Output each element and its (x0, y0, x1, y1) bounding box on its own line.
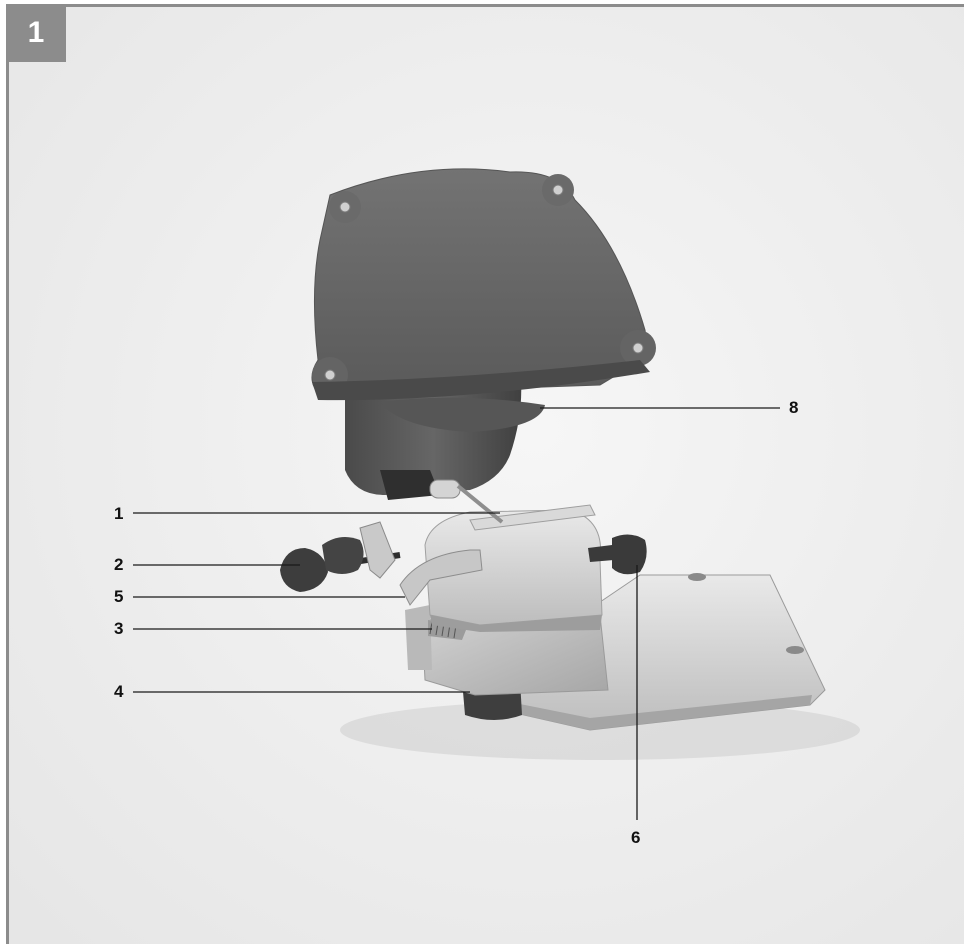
callout-number-4: 4 (114, 682, 124, 701)
callout-number-2: 2 (114, 555, 124, 574)
callout-number-8: 8 (789, 398, 799, 417)
callout-number-6: 6 (631, 828, 641, 847)
figure-frame (6, 4, 964, 944)
callout-number-5: 5 (114, 587, 124, 606)
figure-number-badge: 1 (6, 4, 66, 62)
chain-sharpener-illustration (9, 7, 964, 944)
callout-number-3: 3 (114, 619, 124, 638)
callout-number-1: 1 (114, 504, 124, 523)
